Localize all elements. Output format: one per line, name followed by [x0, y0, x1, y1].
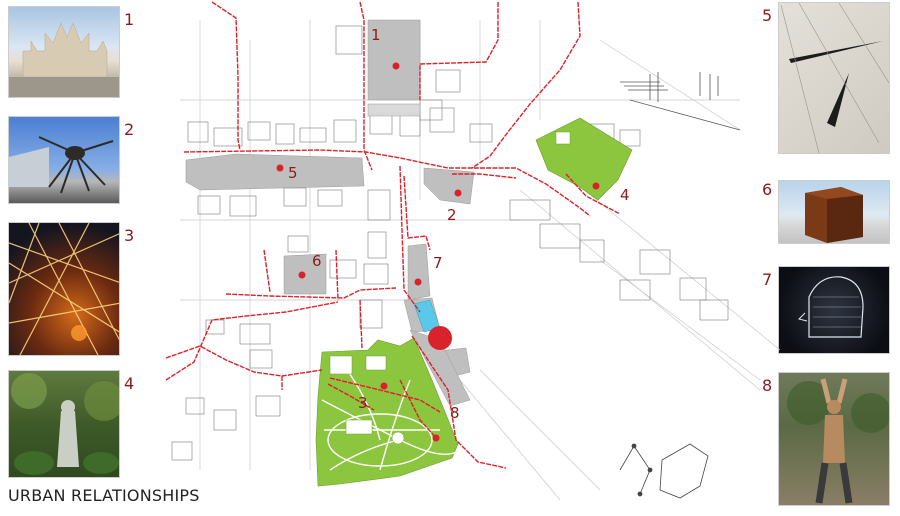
map-label-8: 8 [450, 404, 460, 422]
photo-label-8: 8 [762, 376, 773, 395]
map-label-4: 4 [620, 186, 630, 204]
photo-cathedral [8, 6, 120, 98]
routes [165, 1, 621, 469]
map-label-1: 1 [371, 26, 381, 44]
map-label-2: 2 [447, 206, 457, 224]
pier-lines [620, 72, 741, 131]
photo-label-7: 7 [762, 270, 773, 289]
light-lines-illustration [9, 223, 119, 355]
photo-light-installation [8, 222, 120, 356]
map-label-5: 5 [288, 164, 298, 182]
photo-label-6: 6 [762, 180, 773, 199]
site-marker-3 [380, 382, 388, 390]
site-marker-6 [298, 271, 306, 279]
photo-label-3: 3 [124, 226, 135, 245]
street-grid [180, 20, 781, 501]
map-label-6: 6 [312, 252, 322, 270]
site-marker-8 [432, 434, 440, 442]
photo-label-5: 5 [762, 6, 773, 25]
photo-spider-sculpture [8, 116, 120, 204]
photo-label-4: 4 [124, 374, 135, 393]
site-marker-large [428, 326, 452, 350]
performer-illustration [787, 378, 889, 504]
site-marker-4 [592, 182, 600, 190]
photo-cracked-surface [778, 2, 890, 154]
site-marker-7 [414, 278, 422, 286]
site-marker-5 [276, 164, 284, 172]
spider-illustration [9, 136, 114, 194]
head-illustration [798, 276, 864, 338]
grey-blocks [185, 19, 475, 407]
photo-garden-sculpture [8, 370, 120, 478]
photo-label-1: 1 [124, 10, 135, 29]
photo-performer [778, 372, 890, 506]
photo-glass-head [778, 266, 890, 354]
park-buildings [329, 131, 571, 445]
cube-illustration [805, 187, 863, 243]
crack-illustration [780, 3, 889, 153]
site-marker-1 [392, 62, 400, 70]
photo-label-2: 2 [124, 120, 135, 139]
garden-illustration [11, 373, 119, 475]
map-label-3: 3 [358, 394, 368, 412]
photo-rust-cube [778, 180, 890, 244]
cathedral-illustration [9, 22, 119, 97]
map-label-7: 7 [433, 254, 443, 272]
site-markers [276, 62, 600, 442]
site-marker-2 [454, 189, 462, 197]
sketch-figure [619, 443, 709, 499]
page-caption: URBAN RELATIONSHIPS [8, 486, 200, 505]
park-paths [321, 359, 457, 471]
